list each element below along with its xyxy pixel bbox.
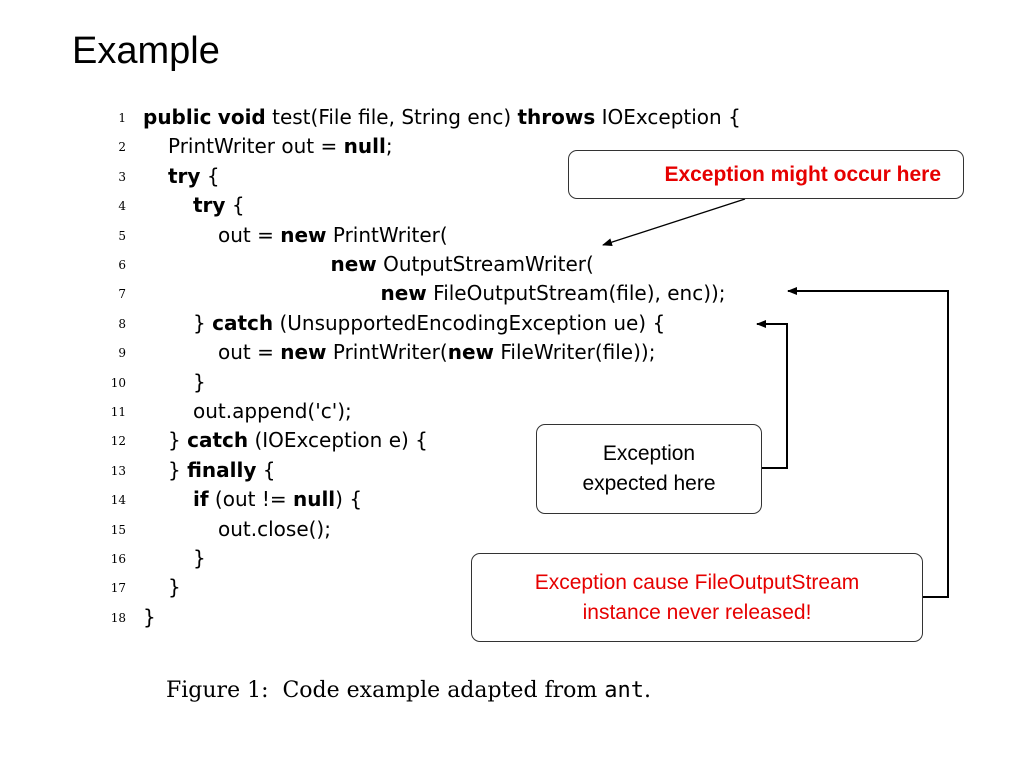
code-text: out.close(); [218,516,331,541]
code-text: (IOException e) { [248,428,428,453]
line-number: 17 [110,581,126,596]
code-text: } [168,575,181,600]
code-text: OutputStreamWriter( [376,252,594,276]
arrow-cause [787,287,949,598]
code-keyword: new [280,222,327,247]
code-line: try { [168,162,220,191]
callout-cause-line2: instance never released! [582,600,812,624]
code-text: } [193,369,206,394]
code-text: IOException { [595,105,741,129]
line-number: 15 [110,522,126,537]
code-text: } [168,457,188,482]
code-keyword: new [330,252,377,276]
code-text: } [193,310,213,335]
code-line: } [168,573,181,602]
line-number: 3 [118,169,126,184]
code-line: public void test(File file, String enc) … [143,103,741,132]
arrow-expected [756,320,788,469]
code-line: } catch (UnsupportedEncodingException ue… [193,309,665,338]
code-text: { [225,193,245,218]
code-text: (UnsupportedEncodingException ue) { [273,310,666,335]
code-line: out = new PrintWriter(new FileWriter(fil… [218,338,655,367]
line-number: 7 [118,287,126,302]
code-line: try { [193,191,245,220]
code-keyword: null [343,134,386,159]
code-text: test(File file, String enc) [265,105,518,129]
code-keyword: new [280,340,327,365]
code-keyword: catch [187,428,249,453]
code-text: { [200,163,220,188]
line-number: 11 [110,405,126,419]
code-text: (out != [208,487,293,512]
line-number: 2 [118,140,126,155]
caption-prefix: Figure 1: Code example adapted from [166,678,605,703]
code-keyword: finally [187,457,257,482]
code-keyword: if [193,487,209,512]
code-line: if (out != null) { [193,485,362,514]
caption-suffix: . [644,678,652,703]
code-line: } catch (IOException e) { [168,426,428,455]
code-text: FileWriter(file)); [494,340,656,365]
code-text: out = [218,222,281,247]
line-number: 13 [110,463,126,478]
callout-expected: Exception expected here [536,424,762,514]
line-number: 12 [110,434,126,449]
line-number: 9 [118,346,126,361]
code-text: PrintWriter out = [168,134,344,159]
code-line: out.close(); [218,515,331,544]
code-line: } finally { [168,456,276,485]
callout-expected-line2: expected here [582,472,716,495]
code-keyword: null [292,487,336,512]
code-keyword: public [143,105,212,129]
line-number: 16 [110,552,126,566]
code-line: new OutputStreamWriter( [331,250,594,279]
code-line: PrintWriter out = null; [168,132,393,161]
code-line: out = new PrintWriter( [218,221,448,250]
code-line: } [193,544,206,573]
line-number: 5 [118,228,126,243]
code-text: } [143,604,156,629]
callout-might-occur-text: Exception might occur here [664,162,941,186]
code-line: out.append('c'); [193,397,352,426]
line-number: 18 [110,610,126,625]
code-keyword: try [193,193,226,218]
code-text: } [168,428,188,453]
code-text: out.append('c'); [193,399,352,423]
code-line: } [143,603,156,632]
code-text: ; [385,134,393,159]
line-number: 6 [118,258,126,272]
line-number: 1 [118,111,126,125]
code-text: { [256,457,276,482]
code-keyword: try [168,163,201,188]
code-keyword: void [217,105,266,129]
code-line: new FileOutputStream(file), enc)); [381,279,726,308]
code-line: } [193,368,206,397]
figure-caption: Figure 1: Code example adapted from ant. [166,678,651,703]
line-number: 4 [118,199,126,214]
code-text: } [193,546,206,570]
callout-cause-line1: Exception cause FileOutputStream [534,570,860,594]
callout-expected-line1: Exception [602,442,696,465]
code-text: PrintWriter( [326,340,448,365]
code-text: FileOutputStream(file), enc)); [426,281,726,306]
callout-cause: Exception cause FileOutputStream instanc… [471,553,923,642]
line-number: 10 [110,375,126,390]
code-text: out = [218,340,281,365]
arrow-might-occur [602,198,746,247]
code-keyword: new [447,340,494,365]
code-text: ) { [335,487,363,512]
slide-title: Example [72,30,220,72]
callout-might-occur: Exception might occur here [568,150,964,199]
code-keyword: catch [212,310,274,335]
code-keyword: new [380,281,427,306]
line-number: 8 [118,316,126,331]
code-keyword: throws [517,105,596,129]
code-text: PrintWriter( [326,222,448,247]
line-number: 14 [110,493,126,508]
caption-code: ant [604,678,645,703]
